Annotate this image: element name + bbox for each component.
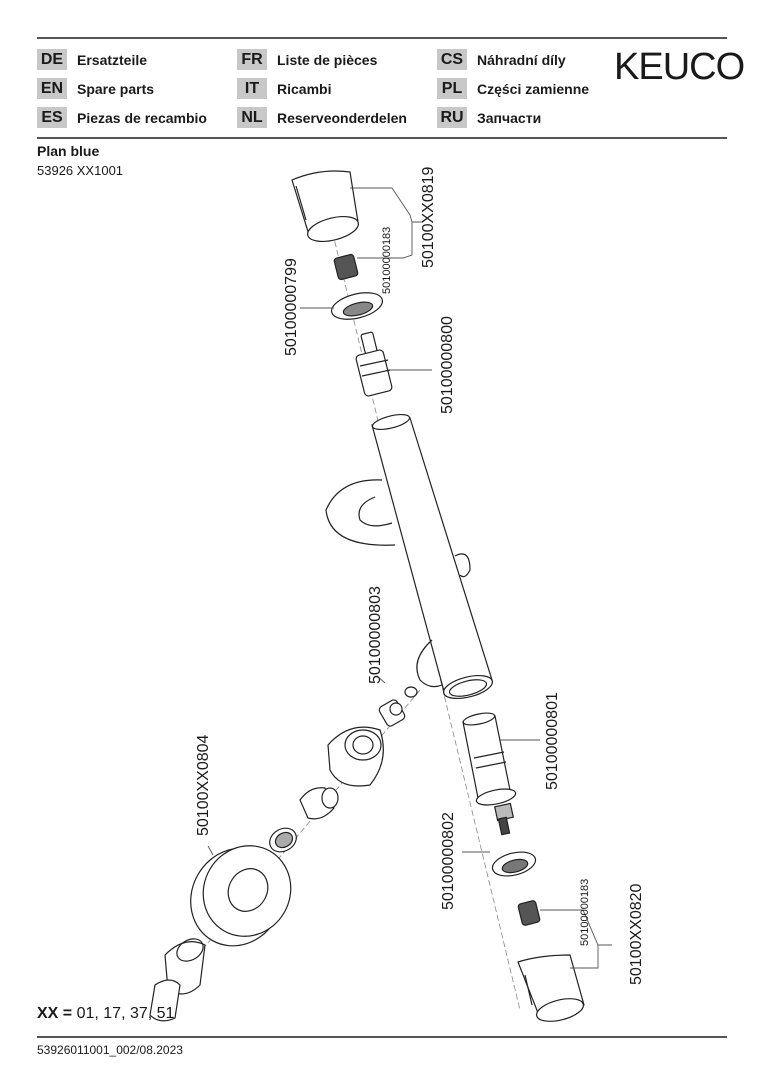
lang-label: Reserveonderdelen	[277, 109, 407, 126]
nut-left-icon	[327, 726, 384, 787]
check-valve-icon	[378, 686, 418, 727]
part-number-cartridge-top: 50100000800	[439, 316, 456, 414]
part-number-check-valve: 50100000803	[367, 586, 384, 684]
header-divider	[37, 137, 727, 139]
variant-note: XX = 01, 17, 37, 51	[37, 1005, 174, 1023]
cartridge-top-icon	[355, 331, 393, 397]
lang-code: NL	[237, 107, 267, 128]
variant-label: XX =	[37, 1005, 73, 1022]
lang-code: FR	[237, 49, 267, 70]
part-number-connection-set: 50100XX0804	[195, 734, 212, 836]
product-name: Plan blue	[37, 143, 100, 159]
lang-label: Liste de pièces	[277, 51, 378, 68]
product-number: 53926 XX1001	[37, 163, 124, 178]
lang-code: EN	[37, 78, 67, 99]
ring-top-icon	[331, 292, 383, 320]
part-number-adapter-top: 50100000183	[381, 227, 393, 294]
lang-code: PL	[437, 78, 467, 99]
lang-label: Piezas de recambio	[77, 109, 207, 126]
lang-row-fr: FR Liste de pièces	[237, 49, 377, 70]
filter-screen-icon	[269, 827, 297, 853]
lang-row-en: EN Spare parts	[37, 78, 154, 99]
top-divider	[37, 37, 727, 39]
ring-bottom-icon	[491, 851, 537, 877]
handle-bottom-icon	[517, 954, 585, 1022]
lang-row-pl: PL Części zamienne	[437, 78, 589, 99]
lang-row-de: DE Ersatzteile	[37, 49, 147, 70]
leader-lines	[207, 187, 612, 969]
part-number-ring-top: 50100000799	[283, 258, 300, 356]
connector-left-icon	[299, 787, 339, 820]
part-number-handle-bottom-set: 50100XX0820	[628, 883, 645, 985]
part-number-handle-top-set: 50100XX0819	[420, 166, 437, 268]
document-id: 53926011001_002/08.2023	[37, 1043, 183, 1057]
lang-code: CS	[437, 49, 467, 70]
lang-label: Запчасти	[477, 109, 542, 126]
part-number-adapter-bottom: 50100000183	[579, 879, 591, 946]
thermostat-body-icon	[325, 413, 493, 700]
adapter-bottom-icon	[517, 900, 541, 926]
lang-row-it: IT Ricambi	[237, 78, 331, 99]
adapter-top-icon	[333, 253, 359, 281]
wall-rosette-icon	[190, 845, 292, 947]
lang-row-es: ES Piezas de recambio	[37, 107, 207, 128]
lang-code: RU	[437, 107, 467, 128]
thermo-cartridge-icon	[462, 712, 517, 836]
lang-row-nl: NL Reserveonderdelen	[237, 107, 407, 128]
lang-code: IT	[237, 78, 267, 99]
lang-label: Spare parts	[77, 80, 155, 97]
lang-label: Części zamienne	[477, 80, 590, 97]
lang-label: Ersatzteile	[77, 51, 148, 68]
footer-divider	[37, 1036, 727, 1038]
s-union-icon	[149, 938, 206, 1022]
lang-row-ru: RU Запчасти	[437, 107, 541, 128]
handle-top-icon	[291, 170, 359, 242]
variant-values: 01, 17, 37, 51	[76, 1005, 175, 1022]
lang-label: Ricambi	[277, 80, 332, 97]
lang-code: ES	[37, 107, 67, 128]
lang-code: DE	[37, 49, 67, 70]
lang-label: Náhradní díly	[477, 51, 566, 68]
brand-logo: KEUCO	[614, 46, 745, 88]
part-number-thermo-cartridge: 50100000801	[544, 692, 561, 790]
lang-row-cs: CS Náhradní díly	[437, 49, 566, 70]
part-number-ring-bottom: 50100000802	[440, 812, 457, 910]
